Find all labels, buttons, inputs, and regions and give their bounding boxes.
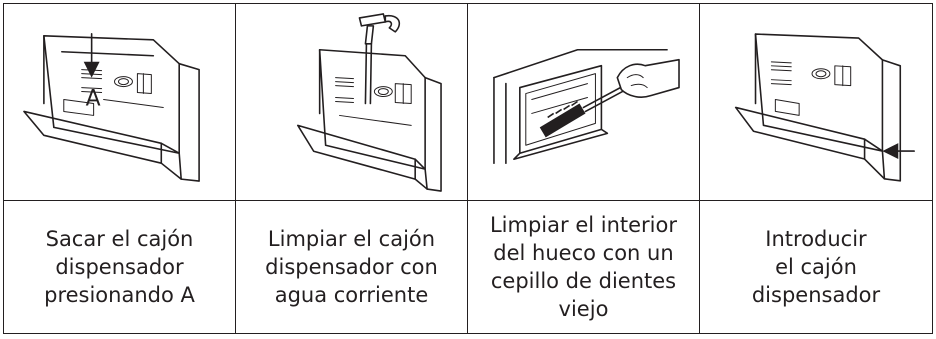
drawer-press-a-illustration: A xyxy=(23,33,200,182)
step-2-caption: Limpiar el cajón dispensador con agua co… xyxy=(265,227,438,307)
cabinet-recess-drawing xyxy=(493,48,668,164)
step-3-image-cell xyxy=(468,4,700,201)
step-3-caption-cell: Limpiar el interior del hueco con un cep… xyxy=(468,201,700,333)
drawer-drawing xyxy=(296,48,442,192)
step-4-caption: Introducir el cajón dispensador xyxy=(751,227,881,307)
step-1-caption-cell: Sacar el cajón dispensador presionando A xyxy=(4,201,236,333)
step-3-caption: Limpiar el interior del hueco con un cep… xyxy=(489,213,677,321)
instruction-table: A xyxy=(3,3,933,334)
step-1-image-cell: A xyxy=(4,4,236,201)
step-2-caption-cell: Limpiar el cajón dispensador con agua co… xyxy=(236,201,468,333)
step-2-image-cell xyxy=(236,4,468,201)
press-arrow-icon xyxy=(83,33,100,78)
step-1-caption: Sacar el cajón dispensador presionando A xyxy=(44,227,195,307)
drawer-drawing xyxy=(23,35,200,182)
drawer-faucet-illustration xyxy=(296,13,442,192)
brush-cleaning-illustration xyxy=(493,48,680,164)
step-4-image-cell xyxy=(700,4,932,201)
faucet-icon xyxy=(358,13,401,105)
hand-drawing xyxy=(616,58,680,98)
drawer-insert-illustration xyxy=(734,33,915,182)
drawer-drawing xyxy=(734,33,902,182)
label-a: A xyxy=(86,86,101,111)
step-4-caption-cell: Introducir el cajón dispensador xyxy=(700,201,932,333)
insert-arrow-icon xyxy=(882,143,915,160)
